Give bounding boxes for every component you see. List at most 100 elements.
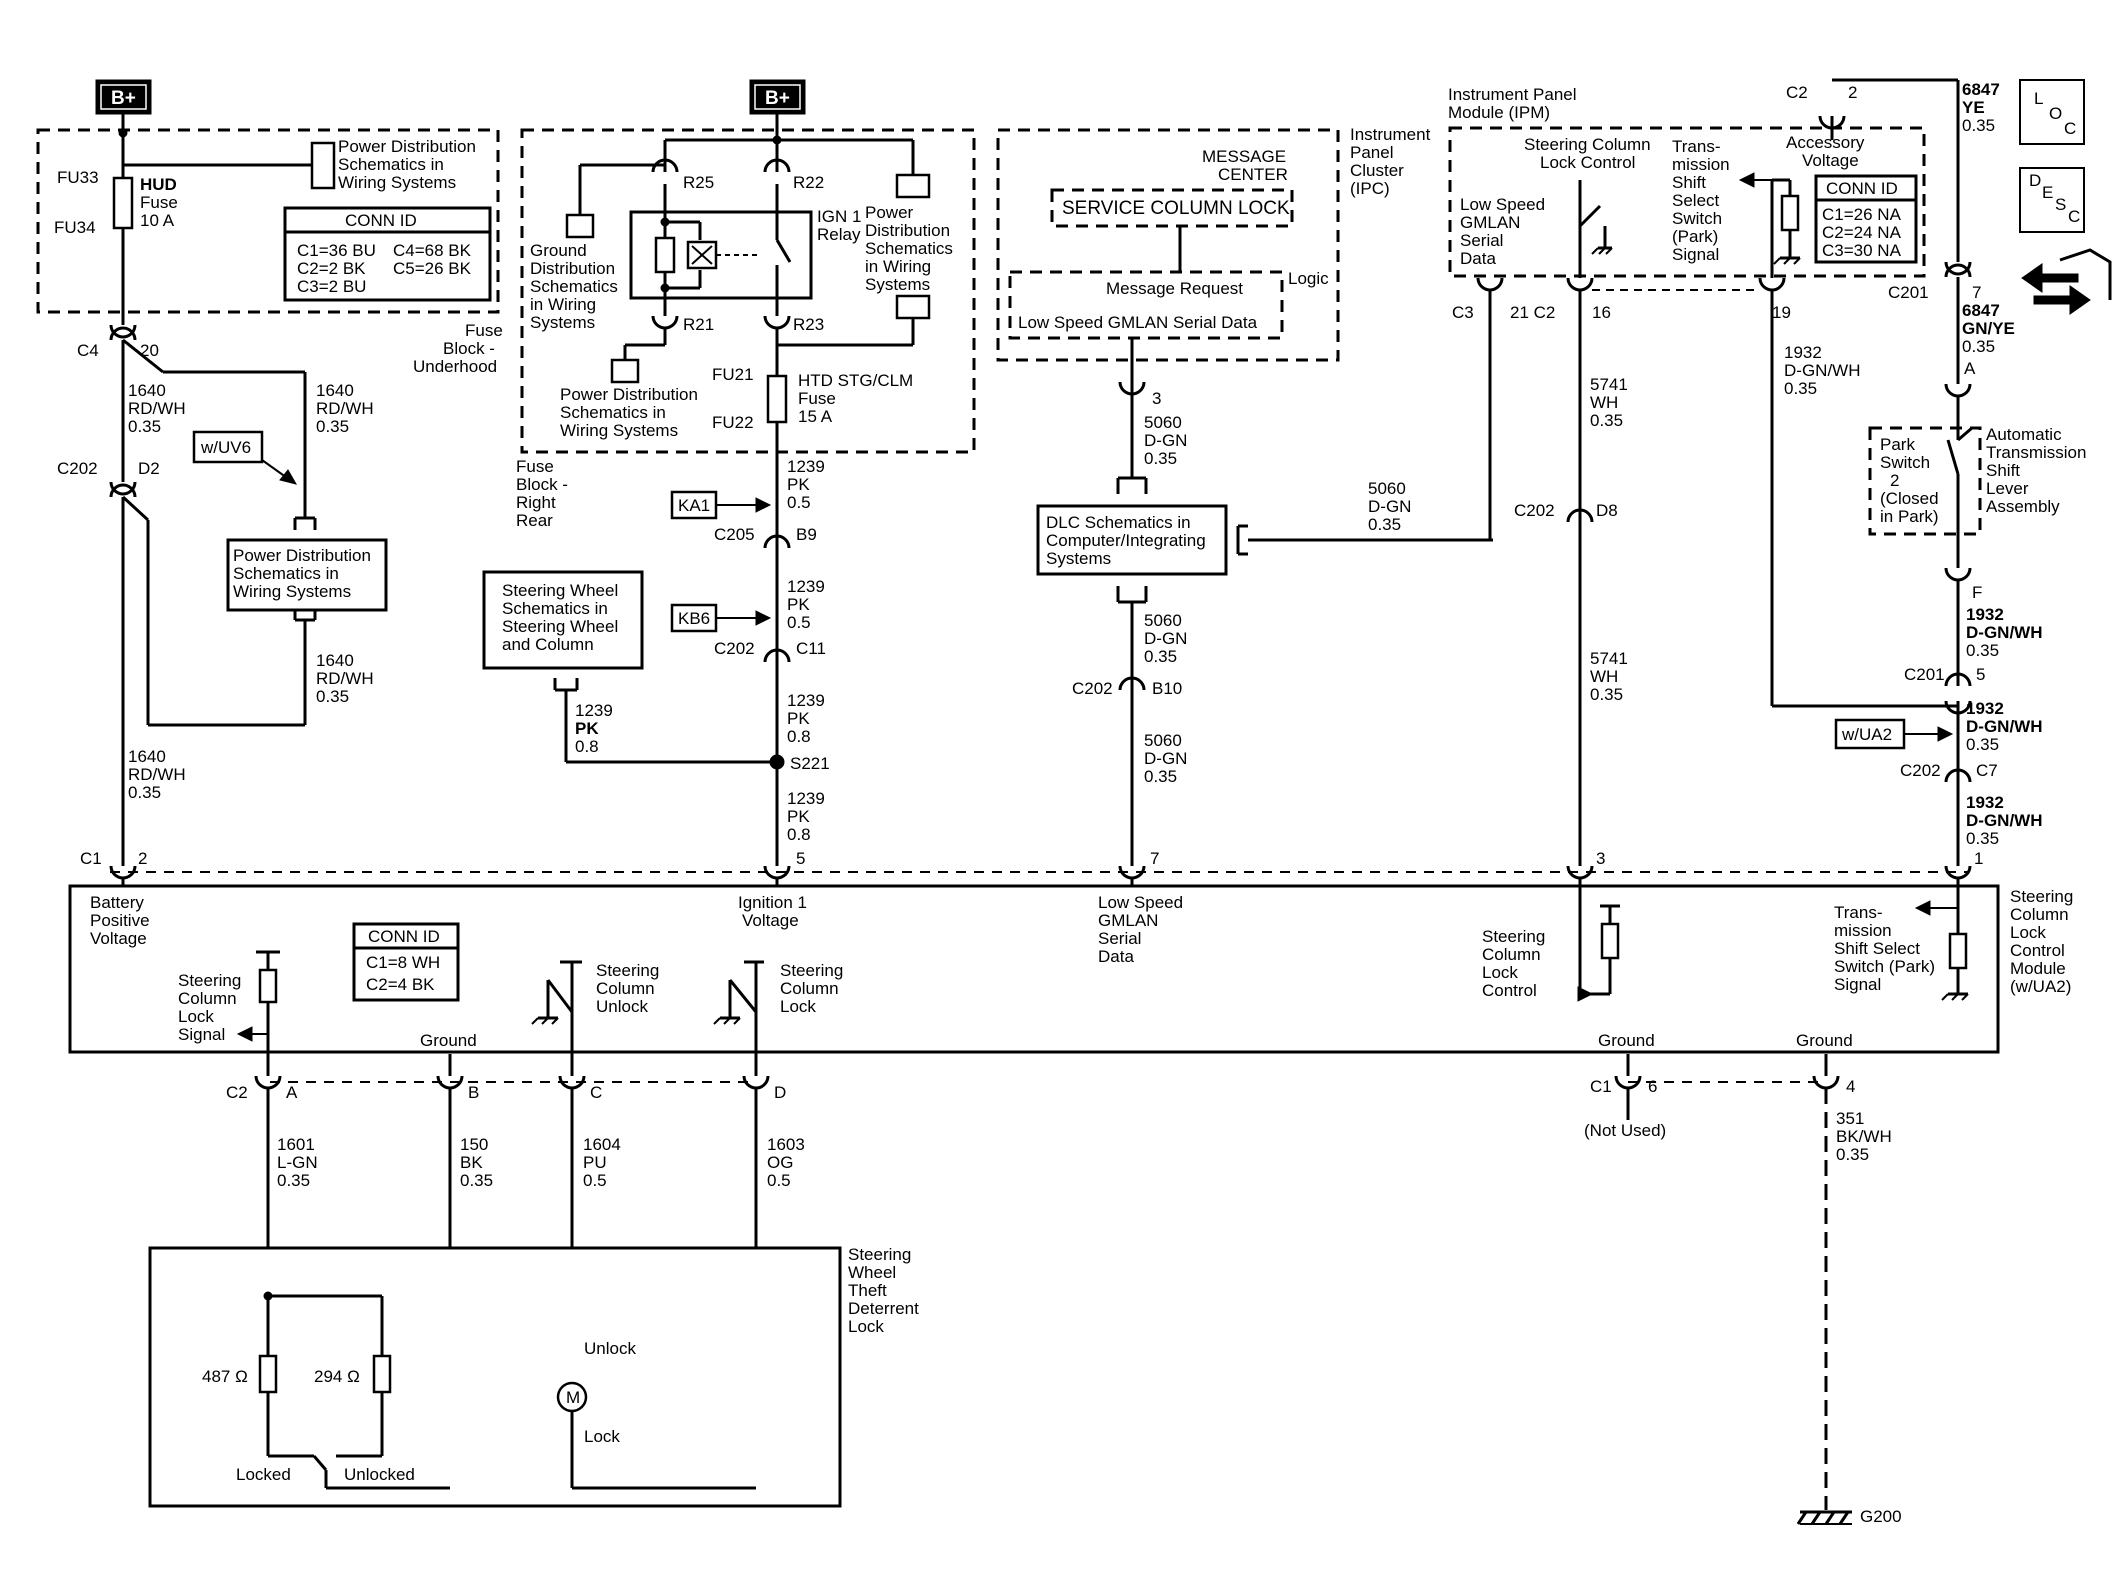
diagram-label: Lock bbox=[2010, 923, 2046, 942]
diagram-label: 0.35 bbox=[128, 417, 161, 436]
conn-id-table-1: CONN ID C1=36 BU C4=68 BK C2=2 BK C5=26 … bbox=[283, 206, 492, 302]
diagram-label: CONN ID bbox=[345, 211, 417, 230]
diagram-label: R25 bbox=[683, 173, 714, 192]
conn-id-table-sclcm: CONN ID C1=8 WH C2=4 BK bbox=[352, 922, 460, 1002]
fuse-block-right-rear: R25 R22 IGN 1 Relay R21 R23 G bbox=[516, 114, 976, 548]
diagram-label: Column bbox=[596, 979, 655, 998]
diagram-label: C3=30 NA bbox=[1822, 241, 1902, 260]
diagram-label: Select bbox=[1672, 191, 1720, 210]
diagram-label: PK bbox=[787, 807, 810, 826]
diagram-label: mission bbox=[1672, 155, 1730, 174]
diagram-label: R23 bbox=[793, 315, 824, 334]
diagram-label: (Park) bbox=[1672, 227, 1718, 246]
diagram-label: 15 A bbox=[798, 407, 833, 426]
diagram-label: C11 bbox=[796, 639, 826, 658]
diagram-label: Block - bbox=[443, 339, 495, 358]
diagram-label: 5060 bbox=[1368, 479, 1406, 498]
ka1-tag: KA1 bbox=[670, 490, 772, 520]
diagram-label: Steering Wheel bbox=[502, 581, 618, 600]
park-switch: Park Switch 2 (Closed in Park) bbox=[1868, 396, 1982, 568]
diagram-label: Shift Select bbox=[1834, 939, 1920, 958]
diagram-label: 1239 bbox=[787, 789, 825, 808]
diagram-label: Data bbox=[1460, 249, 1496, 268]
diagram-label: Serial bbox=[1460, 231, 1503, 250]
diagram-label: 0.35 bbox=[1590, 411, 1623, 430]
diagram-label: Column bbox=[178, 989, 237, 1008]
diagram-label: C3 bbox=[1452, 303, 1474, 322]
diagram-label: A bbox=[286, 1083, 298, 1102]
diagram-label: 2 bbox=[1848, 83, 1857, 102]
dlc-schematics-box: DLC Schematics in Computer/Integrating S… bbox=[1036, 504, 1228, 576]
diagram-label: 1603 bbox=[767, 1135, 805, 1154]
diagram-label: 0.35 bbox=[316, 417, 349, 436]
diagram-label: 3 bbox=[1596, 849, 1605, 868]
diagram-label: Steering Wheel bbox=[502, 617, 618, 636]
diagram-label: Power bbox=[865, 203, 914, 222]
diagram-label: C2=24 NA bbox=[1822, 223, 1902, 242]
diagram-label: 0.35 bbox=[1144, 767, 1177, 786]
diagram-label: C202 bbox=[57, 459, 98, 478]
diagram-label: Unlocked bbox=[344, 1465, 415, 1484]
diagram-label: mission bbox=[1834, 921, 1892, 940]
bplus-1: B+ bbox=[95, 79, 152, 115]
diagram-label: 0.35 bbox=[1836, 1145, 1869, 1164]
diagram-label: 0.5 bbox=[787, 613, 811, 632]
diagram-label: in Wiring bbox=[530, 295, 596, 314]
diagram-label: in Wiring bbox=[865, 257, 931, 276]
diagram-label: Panel bbox=[1350, 143, 1393, 162]
diagram-label: 1932 bbox=[1966, 793, 2004, 812]
loc-button[interactable]: L O C bbox=[2019, 79, 2085, 145]
diagram-label: Wiring Systems bbox=[338, 173, 456, 192]
diagram-label: 0.35 bbox=[1962, 337, 1995, 356]
diagram-label: Fuse bbox=[798, 389, 836, 408]
diagram-label: D2 bbox=[138, 459, 160, 478]
diagram-label: Instrument Panel bbox=[1448, 85, 1577, 104]
diagram-label: D-GN/WH bbox=[1784, 361, 1860, 380]
diagram-label: Fuse bbox=[140, 193, 178, 212]
diagram-label: C1=36 BU bbox=[297, 241, 376, 260]
diagram-label: C201 bbox=[1888, 283, 1929, 302]
diagram-label: Steering bbox=[596, 961, 659, 980]
diagram-label: Unlock bbox=[584, 1339, 636, 1358]
diagram-label: CONN ID bbox=[368, 927, 440, 946]
diagram-label: Module (IPM) bbox=[1448, 103, 1550, 122]
diagram-label: 0.35 bbox=[1966, 829, 1999, 848]
diagram-label: Accessory bbox=[1786, 133, 1865, 152]
diagram-label: 0.35 bbox=[1966, 735, 1999, 754]
diagram-label: Power Distribution bbox=[560, 385, 698, 404]
diagram-label: FU33 bbox=[57, 168, 99, 187]
diagram-label: 20 bbox=[140, 341, 159, 360]
diagram-label: D-GN/WH bbox=[1966, 811, 2042, 830]
diagram-label: HUD bbox=[140, 175, 177, 194]
diagram-label: 0.35 bbox=[1368, 515, 1401, 534]
arrow-nav-icon[interactable] bbox=[2021, 248, 2112, 315]
diagram-label: C202 bbox=[1900, 761, 1941, 780]
diagram-label: FU34 bbox=[54, 218, 96, 237]
diagram-label: BK/WH bbox=[1836, 1127, 1892, 1146]
diagram-label: R22 bbox=[793, 173, 824, 192]
diagram-label: Computer/Integrating bbox=[1046, 531, 1206, 550]
steering-wheel-schematics-box: Steering Wheel Schematics in Steering Wh… bbox=[482, 570, 644, 670]
desc-button[interactable]: D E S C bbox=[2019, 167, 2085, 233]
diagram-label: w/UA2 bbox=[1841, 725, 1892, 744]
ground-g200-icon bbox=[1796, 1510, 1852, 1525]
loc-c: C bbox=[2064, 119, 2076, 138]
diagram-label: 1640 bbox=[128, 381, 166, 400]
diagram-label: WH bbox=[1590, 667, 1618, 686]
diagram-label: 0.35 bbox=[1962, 116, 1995, 135]
diagram-label: Switch (Park) bbox=[1834, 957, 1935, 976]
diagram-label: MESSAGE bbox=[1202, 147, 1286, 166]
diagram-label: RD/WH bbox=[128, 765, 186, 784]
diagram-label: C2=4 BK bbox=[366, 975, 435, 994]
diagram-label: Message Request bbox=[1106, 279, 1243, 298]
diagram-label: Assembly bbox=[1986, 497, 2060, 516]
diagram-label: Systems bbox=[865, 275, 930, 294]
diagram-label: 0.35 bbox=[1144, 449, 1177, 468]
diagram-label: 7 bbox=[1972, 283, 1981, 302]
diagram-label: 5060 bbox=[1144, 413, 1182, 432]
diagram-label: FU21 bbox=[712, 365, 754, 384]
diagram-label: 5 bbox=[1976, 665, 1985, 684]
diagram-label: 1604 bbox=[583, 1135, 621, 1154]
desc-d: D bbox=[2029, 171, 2041, 190]
diagram-label: 1932 bbox=[1966, 699, 2004, 718]
